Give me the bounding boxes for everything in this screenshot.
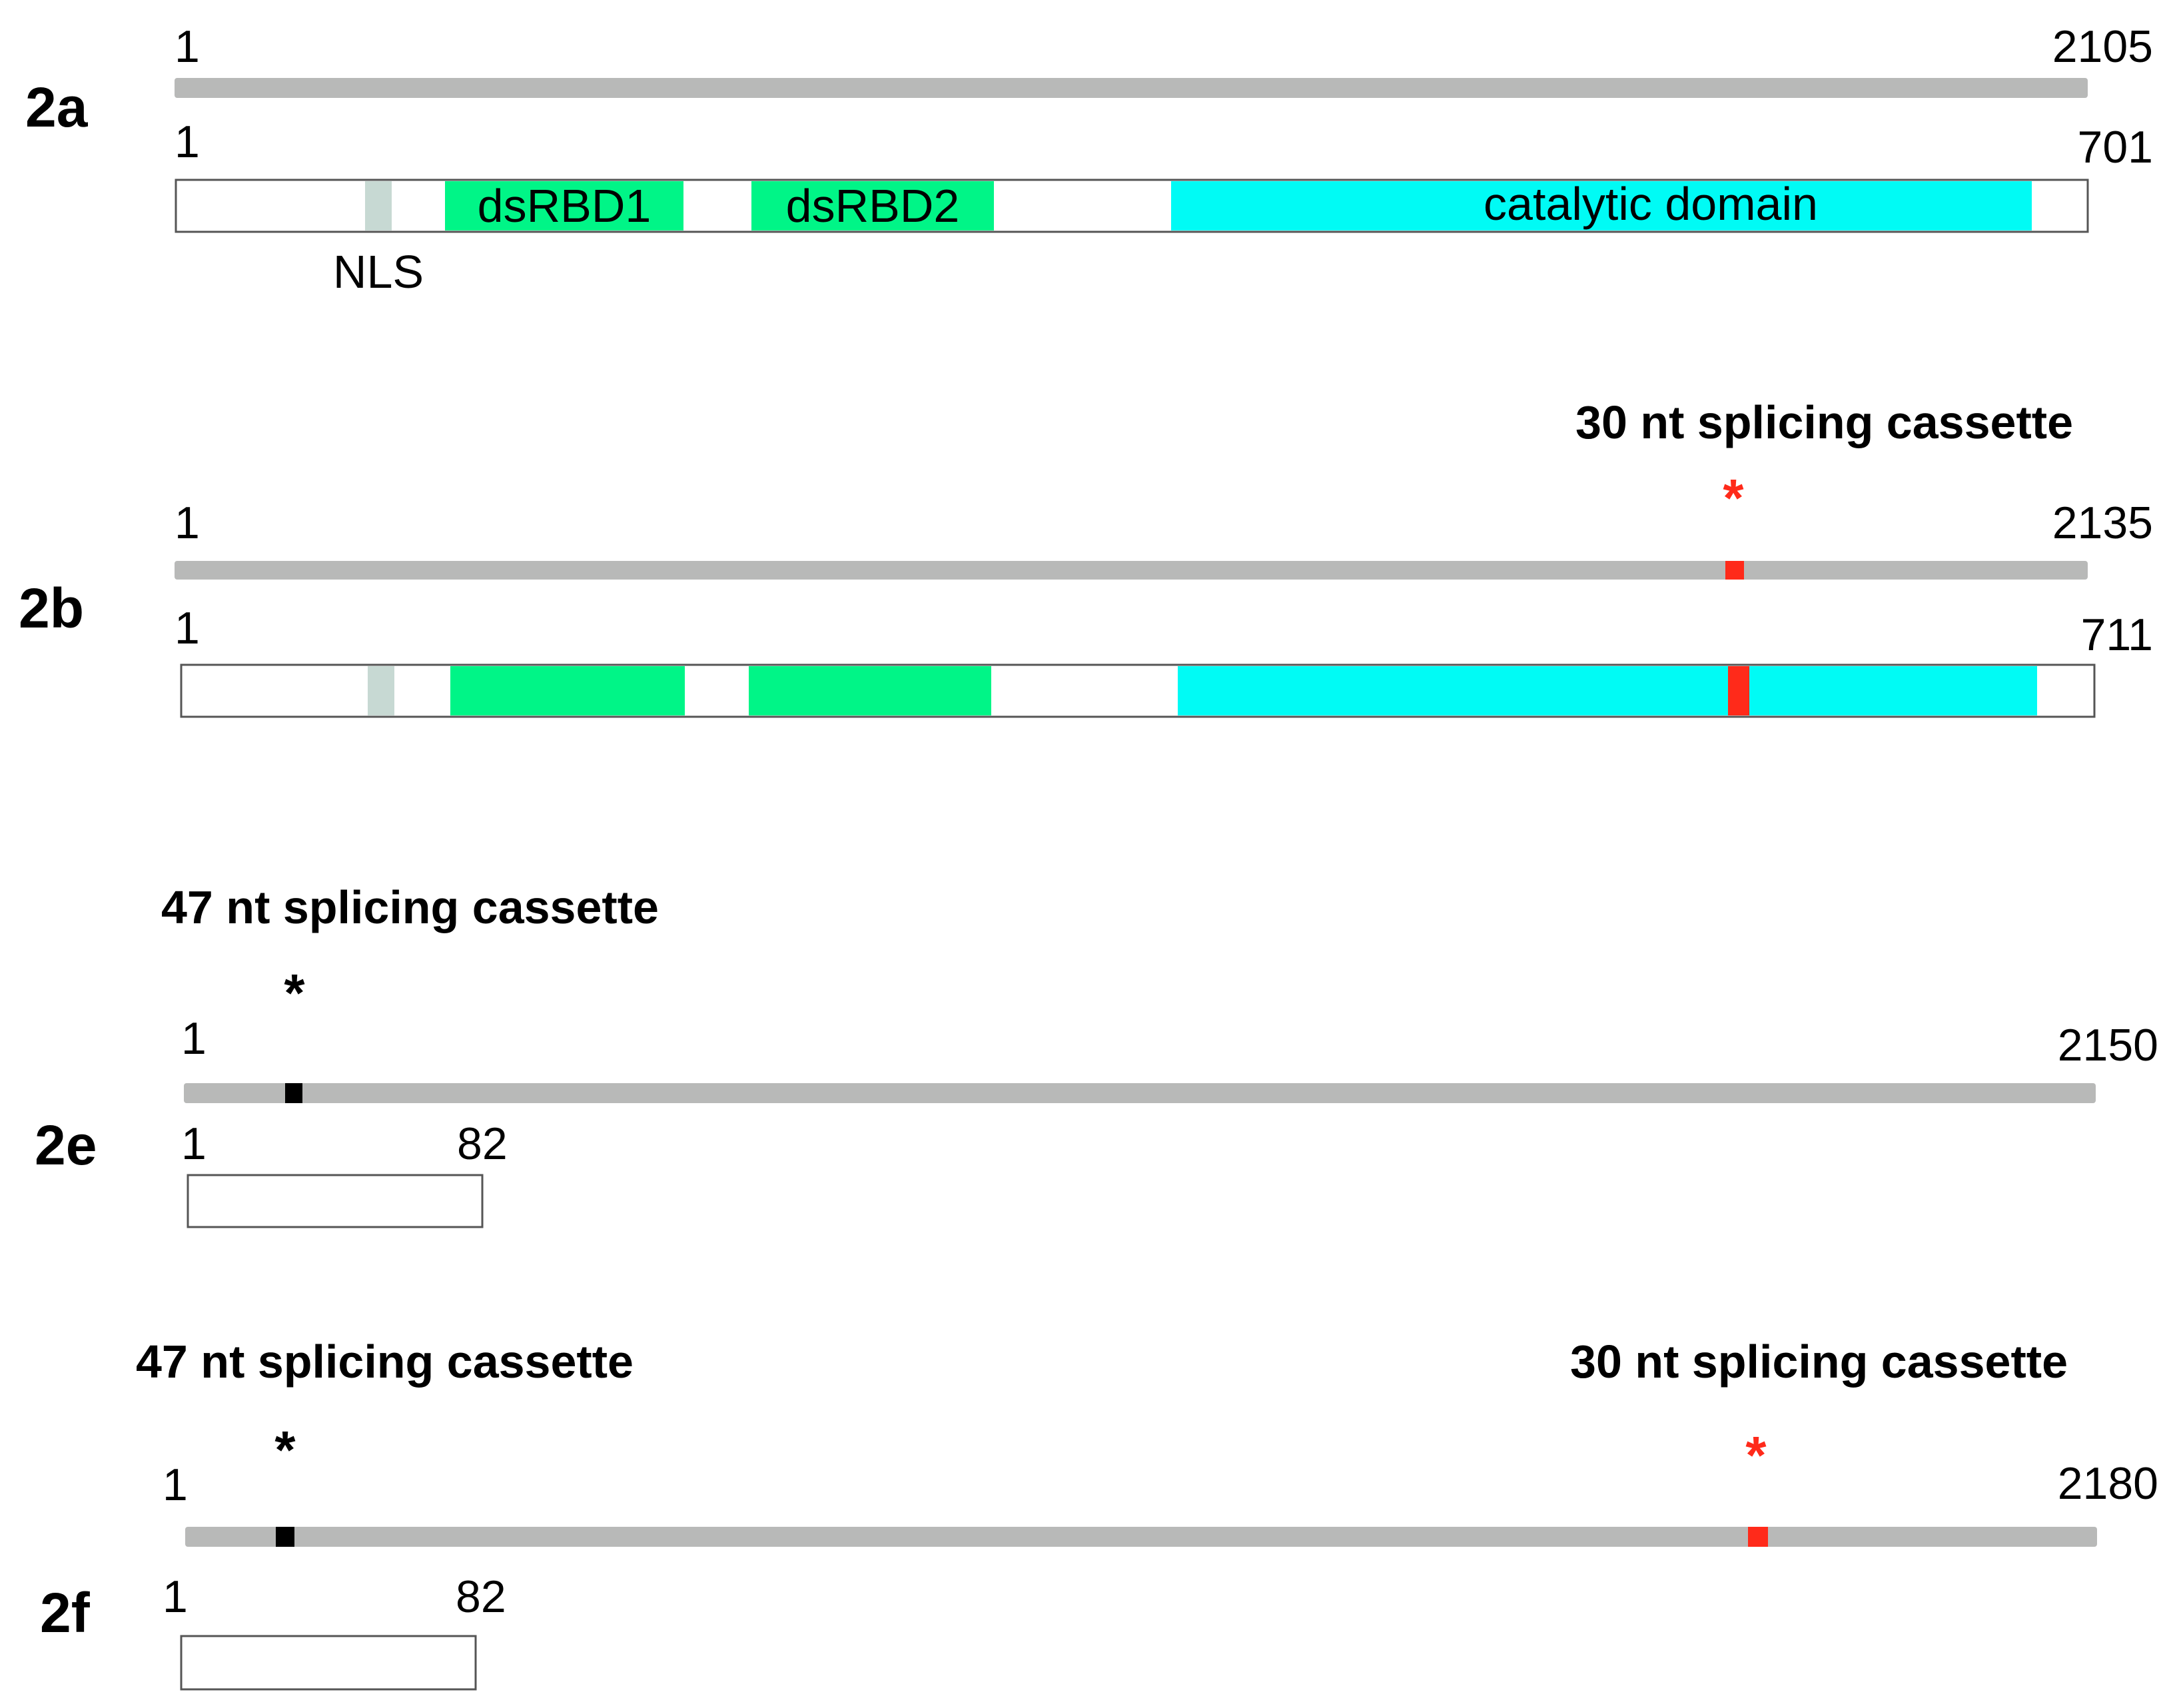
cassette-30-label-2b: 30 nt splicing cassette [1575, 396, 2073, 448]
panel-label-2e: 2e [35, 1114, 97, 1176]
panel-label-2b: 2b [19, 577, 84, 640]
mrna-end-2f: 2180 [2058, 1458, 2158, 1509]
nls-label: NLS [333, 246, 424, 298]
protein-bar-2e [187, 1174, 484, 1228]
nls-domain-2a [365, 181, 392, 230]
nls-domain-2b [368, 666, 394, 715]
panel-label-2f: 2f [40, 1581, 91, 1644]
mrna-start-2a: 1 [175, 21, 200, 72]
cassette-47-label-2e: 47 nt splicing cassette [161, 881, 659, 933]
cassette-30-mrna-mark-2f [1748, 1527, 1768, 1547]
protein-end-2a: 701 [2078, 122, 2153, 173]
cassette-30-protein-mark-2b [1728, 666, 1749, 715]
panel-2e: 47 nt splicing cassette * 2e 1 2150 1 82 [35, 881, 2158, 1228]
cassette-30-label-2f: 30 nt splicing cassette [1570, 1336, 2068, 1388]
mrna-bar-2b [175, 561, 2088, 580]
panel-label-2a: 2a [25, 76, 89, 139]
dsrbd2-domain-2b [749, 666, 991, 715]
catalytic-domain-2a [1171, 181, 2032, 230]
protein-bar-2f [180, 1635, 477, 1691]
mrna-end-2e: 2150 [2058, 1020, 2158, 1070]
mrna-start-2f: 1 [163, 1460, 188, 1510]
cassette-30-star-2f: * [1745, 1426, 1767, 1485]
cassette-47-mrna-mark-2e [285, 1083, 302, 1103]
dsrbd1-domain-2a [445, 181, 683, 230]
dsrbd2-label: dsRBD2 [786, 180, 960, 232]
mrna-end-2a: 2105 [2052, 21, 2153, 72]
cassette-47-mrna-mark-2f [276, 1527, 294, 1547]
catalytic-domain-2b [1178, 666, 2037, 715]
protein-end-2e: 82 [457, 1118, 508, 1169]
dsrbd1-label: dsRBD1 [478, 180, 652, 232]
protein-end-2b: 711 [2081, 610, 2153, 660]
cassette-30-mrna-mark-2b [1725, 561, 1744, 580]
cassette-47-star-2f: * [274, 1420, 296, 1480]
protein-start-2f: 1 [163, 1571, 188, 1622]
protein-start-2a: 1 [175, 117, 200, 167]
cassette-47-label-2f: 47 nt splicing cassette [136, 1336, 634, 1388]
dsrbd1-domain-2b [450, 666, 685, 715]
protein-start-2e: 1 [181, 1118, 207, 1169]
panel-2f: 47 nt splicing cassette 30 nt splicing c… [40, 1336, 2158, 1691]
mrna-bar-2f [185, 1527, 2097, 1547]
catalytic-domain-label: catalytic domain [1484, 178, 1818, 230]
mrna-start-2e: 1 [181, 1013, 207, 1064]
dsrbd2-domain-2a [751, 181, 994, 230]
cassette-30-star-2b: * [1723, 468, 1744, 528]
protein-end-2f: 82 [456, 1571, 506, 1622]
mrna-bar-2a [175, 78, 2088, 98]
protein-start-2b: 1 [175, 603, 200, 653]
panel-2b: 30 nt splicing cassette * 2b 1 2135 1 71… [19, 396, 2153, 718]
panel-2a: 2a 1 2105 1 701 dsRBD1 dsRBD2 catalytic … [25, 21, 2153, 298]
cassette-47-star-2e: * [284, 963, 305, 1023]
mrna-bar-2e [184, 1083, 2096, 1103]
mrna-start-2b: 1 [175, 498, 200, 548]
mrna-end-2b: 2135 [2052, 498, 2153, 548]
